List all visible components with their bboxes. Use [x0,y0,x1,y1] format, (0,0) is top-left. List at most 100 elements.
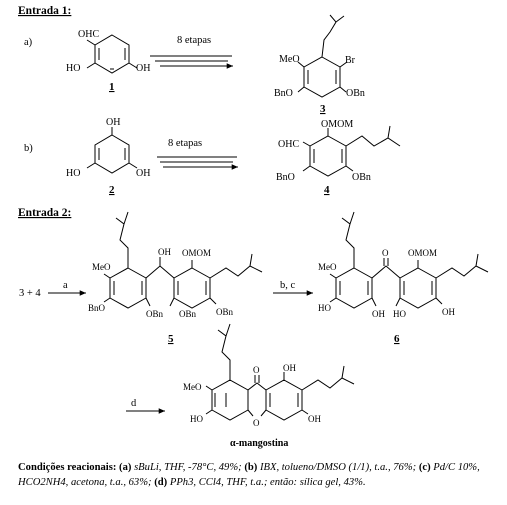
condition-d-tag: (d) [154,476,168,488]
bond-12 [302,128,354,172]
atom-meo-6: MeO [318,262,337,272]
atom-bno-4: BnO [276,172,295,183]
compound-3-ring [303,56,341,98]
compound-5-left-ring [109,267,147,309]
bond-5 [321,14,345,58]
bond-11 [313,149,343,163]
reaction-conditions: Condições reacionais: (a) sBuLi, THF, -7… [18,461,500,490]
atom-meo-3: MeO [279,54,300,65]
condition-d-text: PPh3, CCl4, THF, t.a.; então: sílica gel… [169,476,366,488]
bond-27 [383,258,389,266]
compound-3-label: 3 [320,103,326,115]
condition-a-tag: (a) [119,462,132,473]
atom-ohc: OHC [78,29,99,40]
atom-o-xanthone-ring: O [253,418,260,428]
xanthone-left-ring [211,379,249,421]
condition-b-text: IBX, tolueno/DMSO (1/1), t.a., 76%; [259,462,417,473]
atom-ohc-4: OHC [278,139,299,150]
atom-obn-5-a: OBn [146,309,164,319]
compound-6-right-ring [399,267,437,309]
bond-30 [329,260,443,307]
bond-35 [247,382,267,417]
conditions-heading: Condições reacionais: [18,462,117,473]
bonds [48,14,489,421]
bond-15 [113,281,143,295]
atom-bno-5: BnO [88,303,106,313]
bond-21 [103,260,217,307]
atom-o-6: O [382,248,389,258]
bond-17 [177,281,207,295]
atom-oh-6-right: OH [442,307,455,317]
compound-1-ring [94,34,130,74]
entrada-1-heading: Entrada 1: [18,5,71,17]
bond-28 [341,211,355,268]
arrow-route-a [150,55,233,66]
atom-ho-6-b: HO [393,309,406,319]
atom-omom-6: OMOM [408,248,437,258]
bond-39 [205,372,309,415]
compound-6-label: 6 [394,333,400,345]
atom-omom-5: OMOM [182,248,211,258]
atom-obn-4: OBn [352,172,371,183]
atom-br-3: Br [345,55,356,66]
reagent-a: a [63,280,68,291]
atom-oh-5: OH [158,247,171,257]
atom-obn-3: OBn [346,88,365,99]
bond-6 [297,61,348,93]
condition-c-tag: (c) [418,462,431,473]
compound-1-label: 1 [109,81,115,93]
atom-oh-1: OH [136,63,150,74]
atom-oh-xanthone-top: OH [283,363,296,373]
compound-5-right-ring [173,267,211,309]
reagent-bc: b, c [280,280,296,291]
bond-36 [254,375,260,383]
condition-b-tag: (b) [244,462,258,473]
condition-a-text: sBuLi, THF, -78°C, 49%; [134,462,242,473]
route-b-label: b) [24,143,33,154]
bond-9 [86,127,138,169]
xanthone-right-ring [265,379,303,421]
entrada-2-heading: Entrada 2: [18,207,71,219]
atom-oh-2-top: OH [106,117,120,128]
bond-34 [269,393,299,407]
bond-13 [345,125,401,147]
compound-2-label: 2 [109,184,115,196]
atom-ho-2: HO [66,168,80,179]
bond-29 [435,253,489,279]
bond-38 [301,365,355,391]
atom-oh-6-a: OH [372,309,385,319]
compound-4-label: 4 [324,184,330,196]
bond-2 [86,39,138,69]
atom-omom-4: OMOM [321,119,353,130]
bond-18 [145,257,175,279]
atom-bno-3: BnO [274,88,293,99]
compound-4-ring [309,135,347,177]
atom-obn-5-c: OBn [216,307,234,317]
atom-meo-5: MeO [92,262,111,272]
bond-1 [98,48,126,70]
bond-32 [214,393,227,407]
product-label: α-mangostina [230,438,288,449]
combine-label: 3 + 4 [19,288,41,299]
atom-ho-xanthone: HO [190,414,203,424]
bond-37 [217,323,231,380]
atom-ho-1: HO [66,63,80,74]
atom-oh-xanthone-right: OH [308,414,321,424]
synthesis-scheme: Entrada 1: a) b) Entrada 2: 8 etapas 8 e… [18,5,489,449]
route-a-label: a) [24,37,33,48]
bond-8 [98,148,126,160]
compound-5-label: 5 [168,333,174,345]
bond-20 [209,253,263,279]
bond-19 [115,211,129,268]
bond-4 [307,70,337,84]
compound-6-left-ring [335,267,373,309]
atom-o-xanthone-carbonyl: O [253,365,260,375]
steps-route-b: 8 etapas [168,138,202,149]
atom-oh-2-right: OH [136,168,150,179]
arrow-route-b [157,156,238,167]
bond-25 [403,281,433,295]
bond-26 [371,265,401,279]
reagent-d: d [131,398,137,409]
labels: Entrada 1: a) b) Entrada 2: 8 etapas 8 e… [18,5,455,449]
atom-meo-xanthone: MeO [183,382,202,392]
